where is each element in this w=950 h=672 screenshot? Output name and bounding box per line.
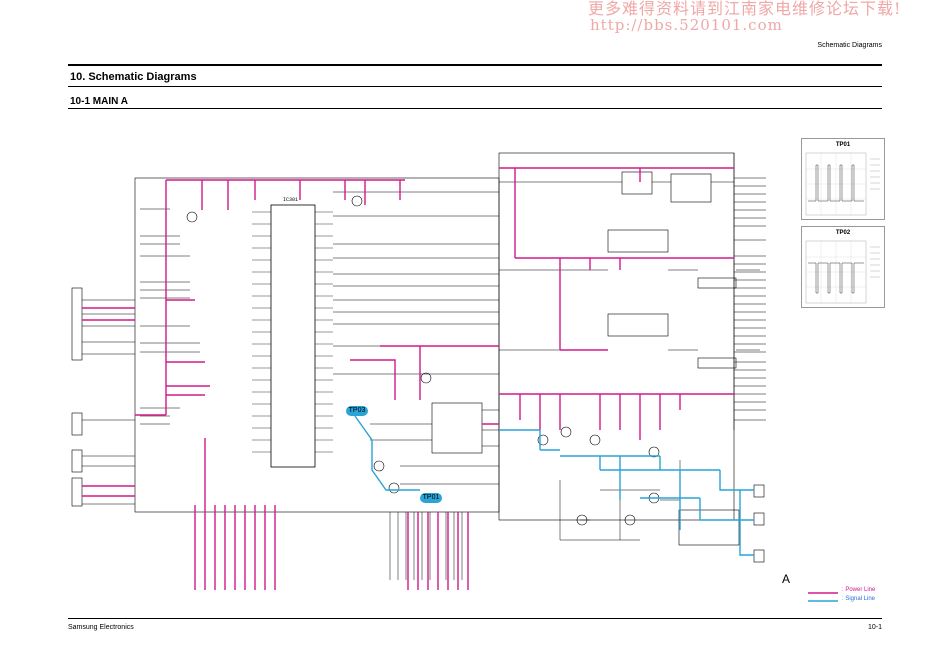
tp01-panel: TP01 <box>801 138 885 220</box>
label-box-1 <box>670 173 712 203</box>
header-rule <box>68 64 882 66</box>
main-board-outline <box>134 177 500 513</box>
tp01-marker: TP01 <box>420 493 442 503</box>
right-board-outline <box>498 152 735 521</box>
front-av-connector <box>71 287 83 361</box>
label-box-3 <box>697 357 737 369</box>
tp01-waveform <box>805 152 880 216</box>
power-lines <box>82 167 838 594</box>
connector-2 <box>71 412 83 436</box>
ic301-body <box>270 204 316 468</box>
section-tag: Schematic Diagrams <box>817 42 882 49</box>
legend-power-line: : Power Line <box>842 587 876 593</box>
ic301-label: IC301 <box>283 197 299 203</box>
jack-2 <box>753 512 765 526</box>
footer-rule <box>68 618 882 619</box>
page-number: 10-1 <box>867 624 882 631</box>
page-title: 10. Schematic Diagrams <box>70 71 197 83</box>
tp02-waveform <box>805 240 880 304</box>
title-rule <box>68 86 882 87</box>
transformer-box <box>678 509 740 546</box>
jack-1 <box>753 484 765 498</box>
tp02-panel: TP02 <box>801 226 885 308</box>
watermark-line-1: 更多难得资料请到江南家电维修论坛下载! <box>588 0 902 18</box>
footer-left: Samsung Electronics <box>68 624 134 631</box>
watermark-line-2: http://bbs.520101.com <box>590 16 783 34</box>
tp02-title: TP02 <box>835 230 851 236</box>
watermark: 更多难得资料请到江南家电维修论坛下载! http://bbs.520101.co… <box>588 0 901 34</box>
label-box-2 <box>697 277 737 289</box>
ic-block-3 <box>607 313 669 337</box>
connector-4 <box>71 477 83 507</box>
tp03-marker: TP03 <box>346 406 368 416</box>
legend-signal-line: : Signal Line <box>842 596 876 602</box>
corner-marker: A <box>782 572 791 586</box>
ic-block-4 <box>431 402 483 454</box>
ic-block-2 <box>607 229 669 253</box>
connector-3 <box>71 449 83 473</box>
page-subtitle: 10-1 MAIN A <box>70 96 128 107</box>
ic-block-1 <box>621 171 653 195</box>
subtitle-rule <box>68 108 882 109</box>
jack-3 <box>753 549 765 563</box>
signal-lines <box>354 415 838 602</box>
tp01-title: TP01 <box>835 142 851 148</box>
